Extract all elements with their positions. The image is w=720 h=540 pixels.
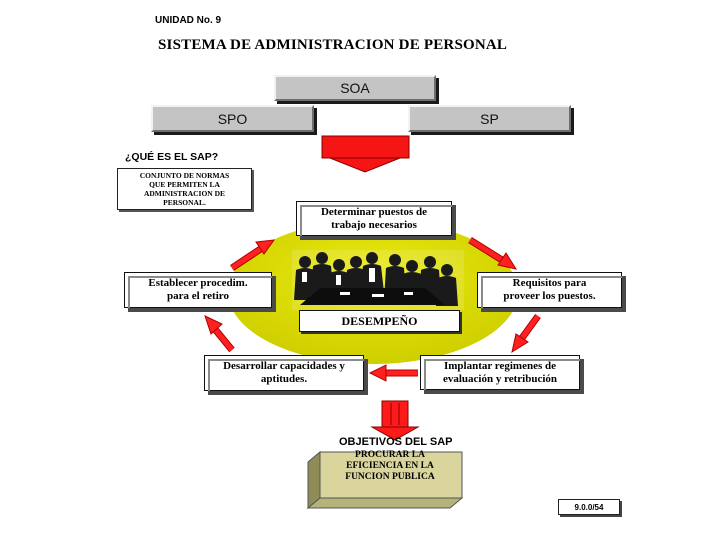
cycle-arrow-left — [204, 315, 235, 353]
soa-label: SOA — [340, 80, 370, 96]
efficiency-box: PROCURAR LA EFICIENCIA EN LA FUNCION PUB… — [308, 448, 464, 506]
top-down-arrow — [321, 135, 410, 173]
unit-label: UNIDAD No. 9 — [155, 15, 222, 26]
cycle-arrow-top-right — [468, 237, 518, 270]
slide-code: 9.0.0/54 — [558, 499, 620, 515]
efficiency-3d-box — [306, 450, 464, 510]
step-retirement: Establecer procedim. para el retiro — [124, 272, 272, 308]
step-determine-positions: Determinar puestos de trabajo necesarios — [296, 201, 452, 236]
step-evaluation: Implantar regimenes de evaluación y retr… — [420, 355, 580, 390]
question-heading: ¿QUÉ ES EL SAP? — [125, 151, 219, 163]
objectives-heading: OBJETIVOS DEL SAP — [339, 436, 453, 448]
performance-box: DESEMPEÑO — [299, 310, 460, 332]
soa-box: SOA — [274, 75, 436, 101]
efficiency-text: PROCURAR LA EFICIENCIA EN LA FUNCION PUB… — [345, 450, 435, 482]
step-develop-capacities: Desarrollar capacidades y aptitudes. — [204, 355, 364, 391]
cycle-arrow-bottom — [368, 364, 418, 382]
meeting-illustration-icon — [292, 250, 464, 310]
spo-box: SPO — [151, 105, 314, 132]
step-requirements: Requisitos para proveer los puestos. — [477, 272, 622, 308]
definition-box: CONJUNTO DE NORMAS QUE PERMITEN LA ADMIN… — [117, 168, 252, 210]
cycle-arrow-top-left — [230, 239, 276, 271]
objectives-down-arrow — [370, 400, 420, 441]
page-title: SISTEMA DE ADMINISTRACION DE PERSONAL — [158, 37, 508, 53]
sp-label: SP — [480, 110, 499, 127]
sp-box: SP — [408, 105, 571, 132]
spo-label: SPO — [217, 110, 248, 127]
cycle-arrow-right — [511, 313, 541, 354]
